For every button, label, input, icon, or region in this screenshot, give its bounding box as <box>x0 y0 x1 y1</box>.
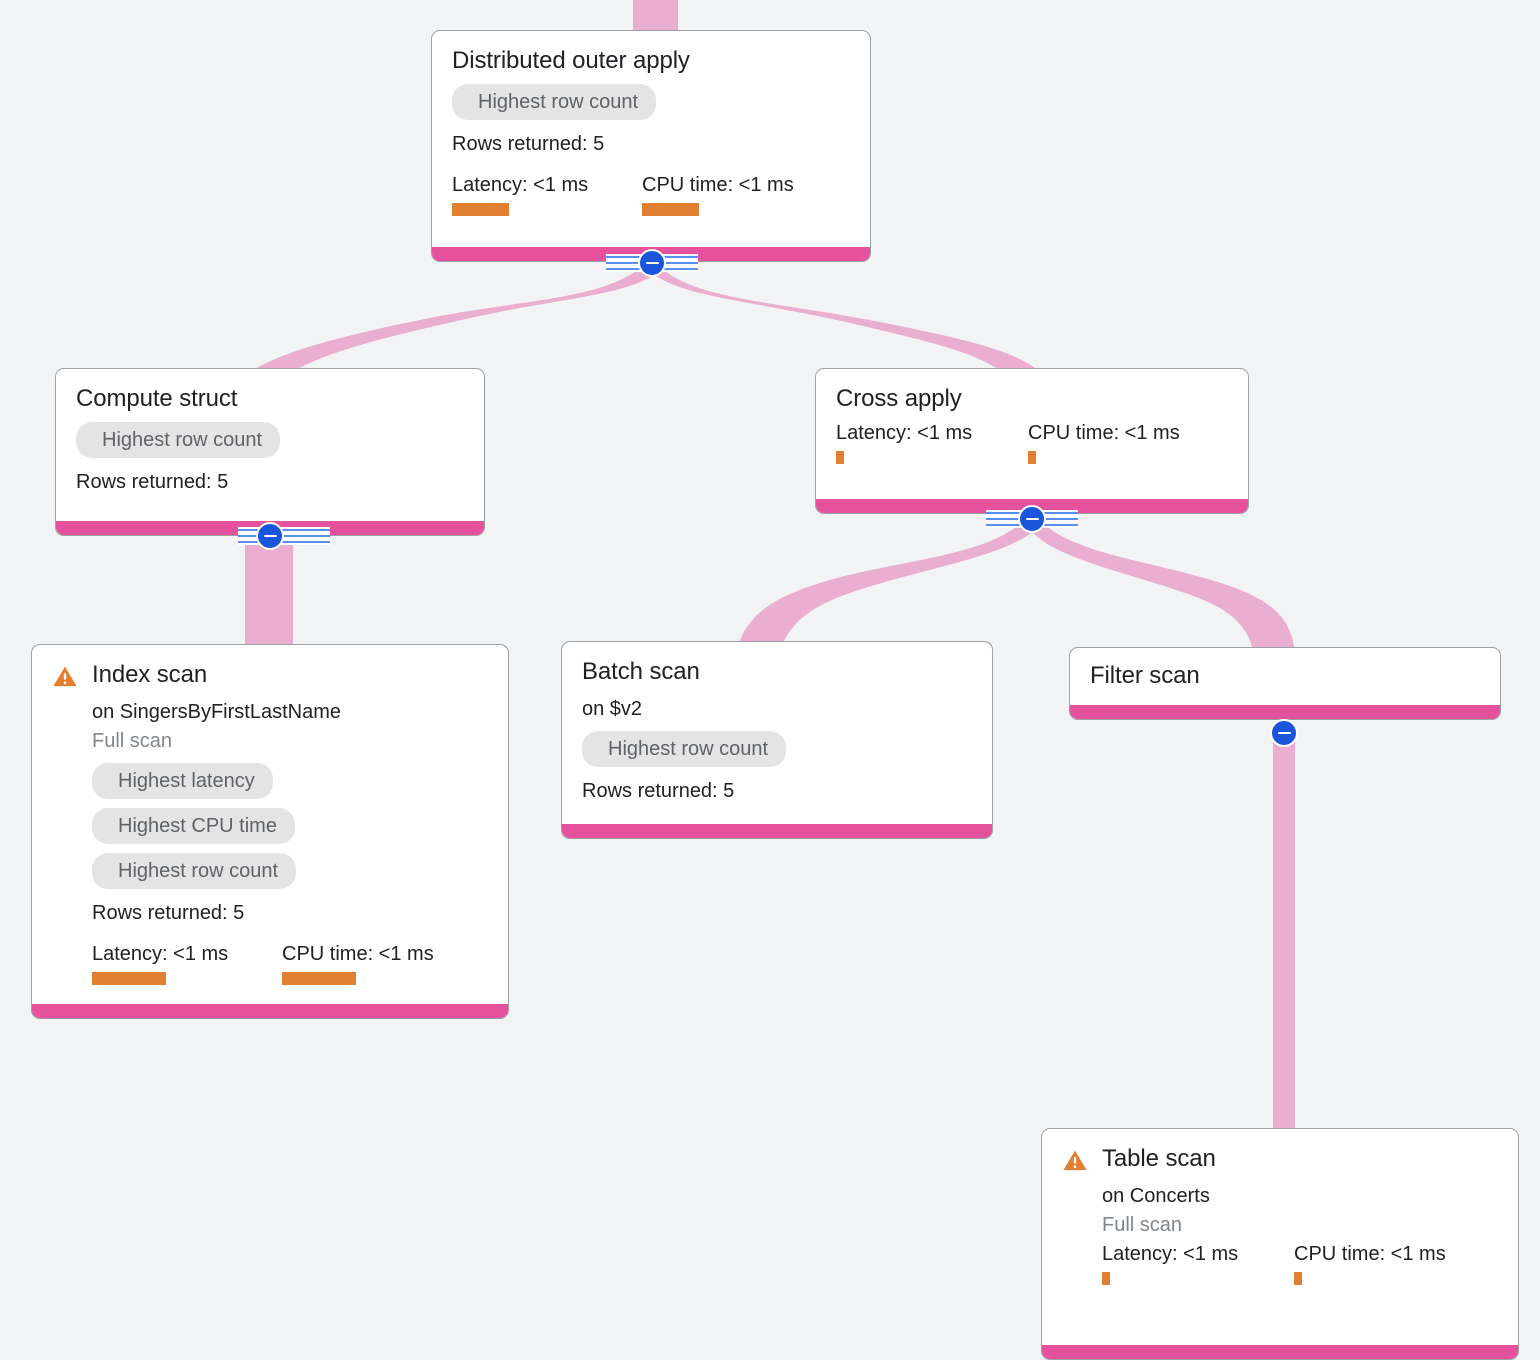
metric-cpu-bar <box>1028 451 1036 464</box>
metrics-row: Latency: <1 ms CPU time: <1 ms <box>452 173 850 216</box>
node-header: Cross apply <box>836 385 1228 413</box>
metrics-row: Latency: <1 ms CPU time: <1 ms <box>92 942 488 985</box>
metric-latency: Latency: <1 ms <box>1102 1242 1294 1285</box>
node-header: Table scan <box>1062 1145 1498 1173</box>
edge-cross-apply-to-batch-scan <box>738 522 1038 645</box>
node-accent-bar <box>562 824 992 838</box>
node-header: Filter scan <box>1090 662 1480 690</box>
metric-cpu: CPU time: <1 ms <box>1294 1242 1446 1285</box>
node-index-scan[interactable]: Index scan on SingersByFirstLastName Ful… <box>31 644 509 1019</box>
node-batch-scan[interactable]: Batch scan on $v2 Highest row count Rows… <box>561 641 993 839</box>
metric-cpu-label: CPU time: <1 ms <box>1028 422 1180 444</box>
rows-returned: Rows returned: 5 <box>582 780 735 802</box>
node-full-scan-label: Full scan <box>92 730 173 752</box>
edge-filter-scan-to-table-scan <box>1273 726 1295 1132</box>
node-full-scan-label: Full scan <box>1102 1214 1183 1236</box>
metric-cpu-label: CPU time: <1 ms <box>642 174 794 196</box>
rows-returned: Rows returned: 5 <box>452 133 605 155</box>
node-title: Distributed outer apply <box>452 47 690 74</box>
metric-latency: Latency: <1 ms <box>836 421 1028 464</box>
node-title: Table scan <box>1102 1145 1216 1172</box>
badge-highest-row-count: Highest row count <box>452 84 657 120</box>
metric-cpu: CPU time: <1 ms <box>642 173 794 216</box>
node-accent-bar <box>1042 1345 1518 1359</box>
node-accent-bar <box>1070 705 1500 719</box>
node-body: Distributed outer apply Highest row coun… <box>432 31 870 247</box>
node-header: Distributed outer apply <box>452 47 850 75</box>
node-filter-scan[interactable]: Filter scan <box>1069 647 1501 720</box>
metric-cpu: CPU time: <1 ms <box>282 942 434 985</box>
node-subtitle: on SingersByFirstLastName <box>92 701 341 723</box>
badge-row: Highest latency <box>92 754 488 799</box>
node-subtitle: on Concerts <box>1102 1185 1210 1207</box>
node-distributed-outer-apply[interactable]: Distributed outer apply Highest row coun… <box>431 30 871 262</box>
node-table-scan[interactable]: Table scan on Concerts Full scan Latency… <box>1041 1128 1519 1360</box>
node-body: Batch scan on $v2 Highest row count Rows… <box>562 642 992 824</box>
node-cross-apply[interactable]: Cross apply Latency: <1 ms CPU time: <1 … <box>815 368 1249 514</box>
badge-row: Highest CPU time <box>92 799 488 844</box>
badge-row: Highest row count <box>452 75 850 120</box>
node-body: Filter scan <box>1070 648 1500 705</box>
node-title: Filter scan <box>1090 662 1200 689</box>
metric-latency-label: Latency: <1 ms <box>452 174 589 196</box>
node-title: Index scan <box>92 661 208 688</box>
badge-highest-row-count: Highest row count <box>582 731 787 767</box>
collapse-toggle-distributed-outer-apply[interactable] <box>638 249 666 277</box>
metric-cpu-label: CPU time: <1 ms <box>282 943 434 965</box>
metrics-row: Latency: <1 ms CPU time: <1 ms <box>836 421 1228 464</box>
metric-latency-bar <box>92 972 166 985</box>
collapse-toggle-filter-scan[interactable] <box>1270 719 1298 747</box>
node-body: Cross apply Latency: <1 ms CPU time: <1 … <box>816 369 1248 499</box>
node-header: Compute struct <box>76 385 464 413</box>
metric-latency-bar <box>452 203 509 216</box>
edge-root-to-cross-apply <box>656 270 1040 372</box>
node-compute-struct[interactable]: Compute struct Highest row count Rows re… <box>55 368 485 536</box>
collapse-toggle-cross-apply[interactable] <box>1018 505 1046 533</box>
metric-latency-bar <box>1102 1272 1110 1285</box>
edge-root-to-compute-struct <box>250 268 659 372</box>
node-accent-bar <box>32 1004 508 1018</box>
node-subtitle: on $v2 <box>582 698 643 720</box>
edge-root-to-compute-struct-fill <box>250 268 659 374</box>
metric-cpu-label: CPU time: <1 ms <box>1294 1243 1446 1265</box>
badge-highest-cpu-time: Highest CPU time <box>92 808 295 844</box>
metric-latency-label: Latency: <1 ms <box>92 943 229 965</box>
metric-cpu-bar <box>1294 1272 1302 1285</box>
rows-returned: Rows returned: 5 <box>92 902 245 924</box>
metric-latency-label: Latency: <1 ms <box>1102 1243 1239 1265</box>
collapse-toggle-compute-struct[interactable] <box>256 522 284 550</box>
node-body: Compute struct Highest row count Rows re… <box>56 369 484 521</box>
metric-latency: Latency: <1 ms <box>92 942 282 985</box>
node-title: Batch scan <box>582 658 700 685</box>
metrics-row: Latency: <1 ms CPU time: <1 ms <box>1102 1242 1498 1285</box>
warning-triangle-icon <box>53 666 77 687</box>
badge-highest-row-count: Highest row count <box>92 853 297 889</box>
metric-latency-label: Latency: <1 ms <box>836 422 973 444</box>
metric-latency-bar <box>836 451 844 464</box>
badge-row: Highest row count <box>76 413 464 458</box>
badge-row: Highest row count <box>582 722 972 767</box>
badge-highest-row-count: Highest row count <box>76 422 281 458</box>
node-header: Batch scan <box>582 658 972 686</box>
warning-triangle-icon <box>1063 1150 1087 1171</box>
node-title: Compute struct <box>76 385 238 412</box>
node-title: Cross apply <box>836 385 962 412</box>
badge-highest-latency: Highest latency <box>92 763 273 799</box>
badge-row: Highest row count <box>92 844 488 889</box>
metric-cpu-bar <box>282 972 356 985</box>
metric-cpu: CPU time: <1 ms <box>1028 421 1180 464</box>
edge-cross-apply-to-filter-scan <box>1030 524 1294 647</box>
node-header: Index scan <box>52 661 488 689</box>
metric-latency: Latency: <1 ms <box>452 173 642 216</box>
node-body: Index scan on SingersByFirstLastName Ful… <box>32 645 508 1004</box>
rows-returned: Rows returned: 5 <box>76 471 229 493</box>
metric-cpu-bar <box>642 203 699 216</box>
node-body: Table scan on Concerts Full scan Latency… <box>1042 1129 1518 1345</box>
